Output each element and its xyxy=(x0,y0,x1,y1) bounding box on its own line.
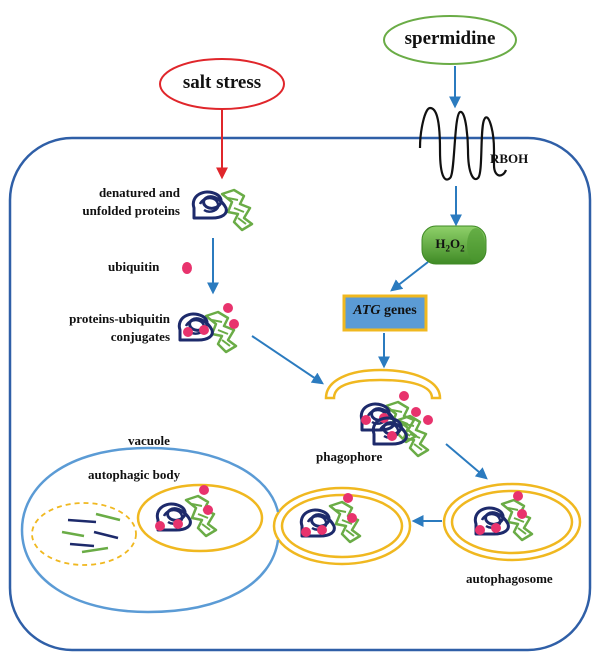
spermidine-oval xyxy=(383,15,517,65)
autophagic-body-label: autophagic body xyxy=(88,467,181,482)
h2o2-cylinder xyxy=(421,225,487,265)
phagophore-icon xyxy=(324,368,442,458)
rboh-protein xyxy=(418,106,508,181)
salt-stress-oval xyxy=(159,58,285,110)
autophagosome-label: autophagosome xyxy=(466,571,553,586)
phagophore-label: phagophore xyxy=(316,449,383,464)
conjugates-label-line1: proteins-ubiquitin xyxy=(69,311,170,326)
cell-membrane xyxy=(8,136,592,652)
degraded-fragments-icon xyxy=(31,502,137,566)
arrow-h2o2-to-atg xyxy=(390,261,429,292)
denatured-label-line1: denatured and xyxy=(98,185,180,200)
vacuole-label: vacuole xyxy=(128,433,170,448)
arrow-conjugates-to-phagophore xyxy=(251,335,324,385)
atg-genes-label: ATG genes xyxy=(353,303,417,318)
h2o2-label: H2O2 xyxy=(435,236,465,254)
salt-stress-label: salt stress xyxy=(182,72,262,93)
ubiquitin-label: ubiquitin xyxy=(108,259,160,274)
autophagic-body-icon xyxy=(136,483,264,553)
conjugates-icon xyxy=(177,303,239,354)
spermidine-label: spermidine xyxy=(404,28,496,49)
fusing-autophagosome-icon xyxy=(272,486,412,566)
rboh-label: RBOH xyxy=(490,151,529,166)
ubiquitin-dot xyxy=(182,262,192,274)
conjugates-label-line2: conjugates xyxy=(110,329,170,344)
autophagosome-icon xyxy=(442,482,582,562)
arrow-phagophore-to-autophagosome xyxy=(445,443,488,480)
atg-genes-box xyxy=(342,294,428,332)
denatured-proteins-icon xyxy=(191,188,254,232)
vacuole-membrane xyxy=(20,446,280,614)
denatured-label-line2: unfolded proteins xyxy=(82,203,180,218)
